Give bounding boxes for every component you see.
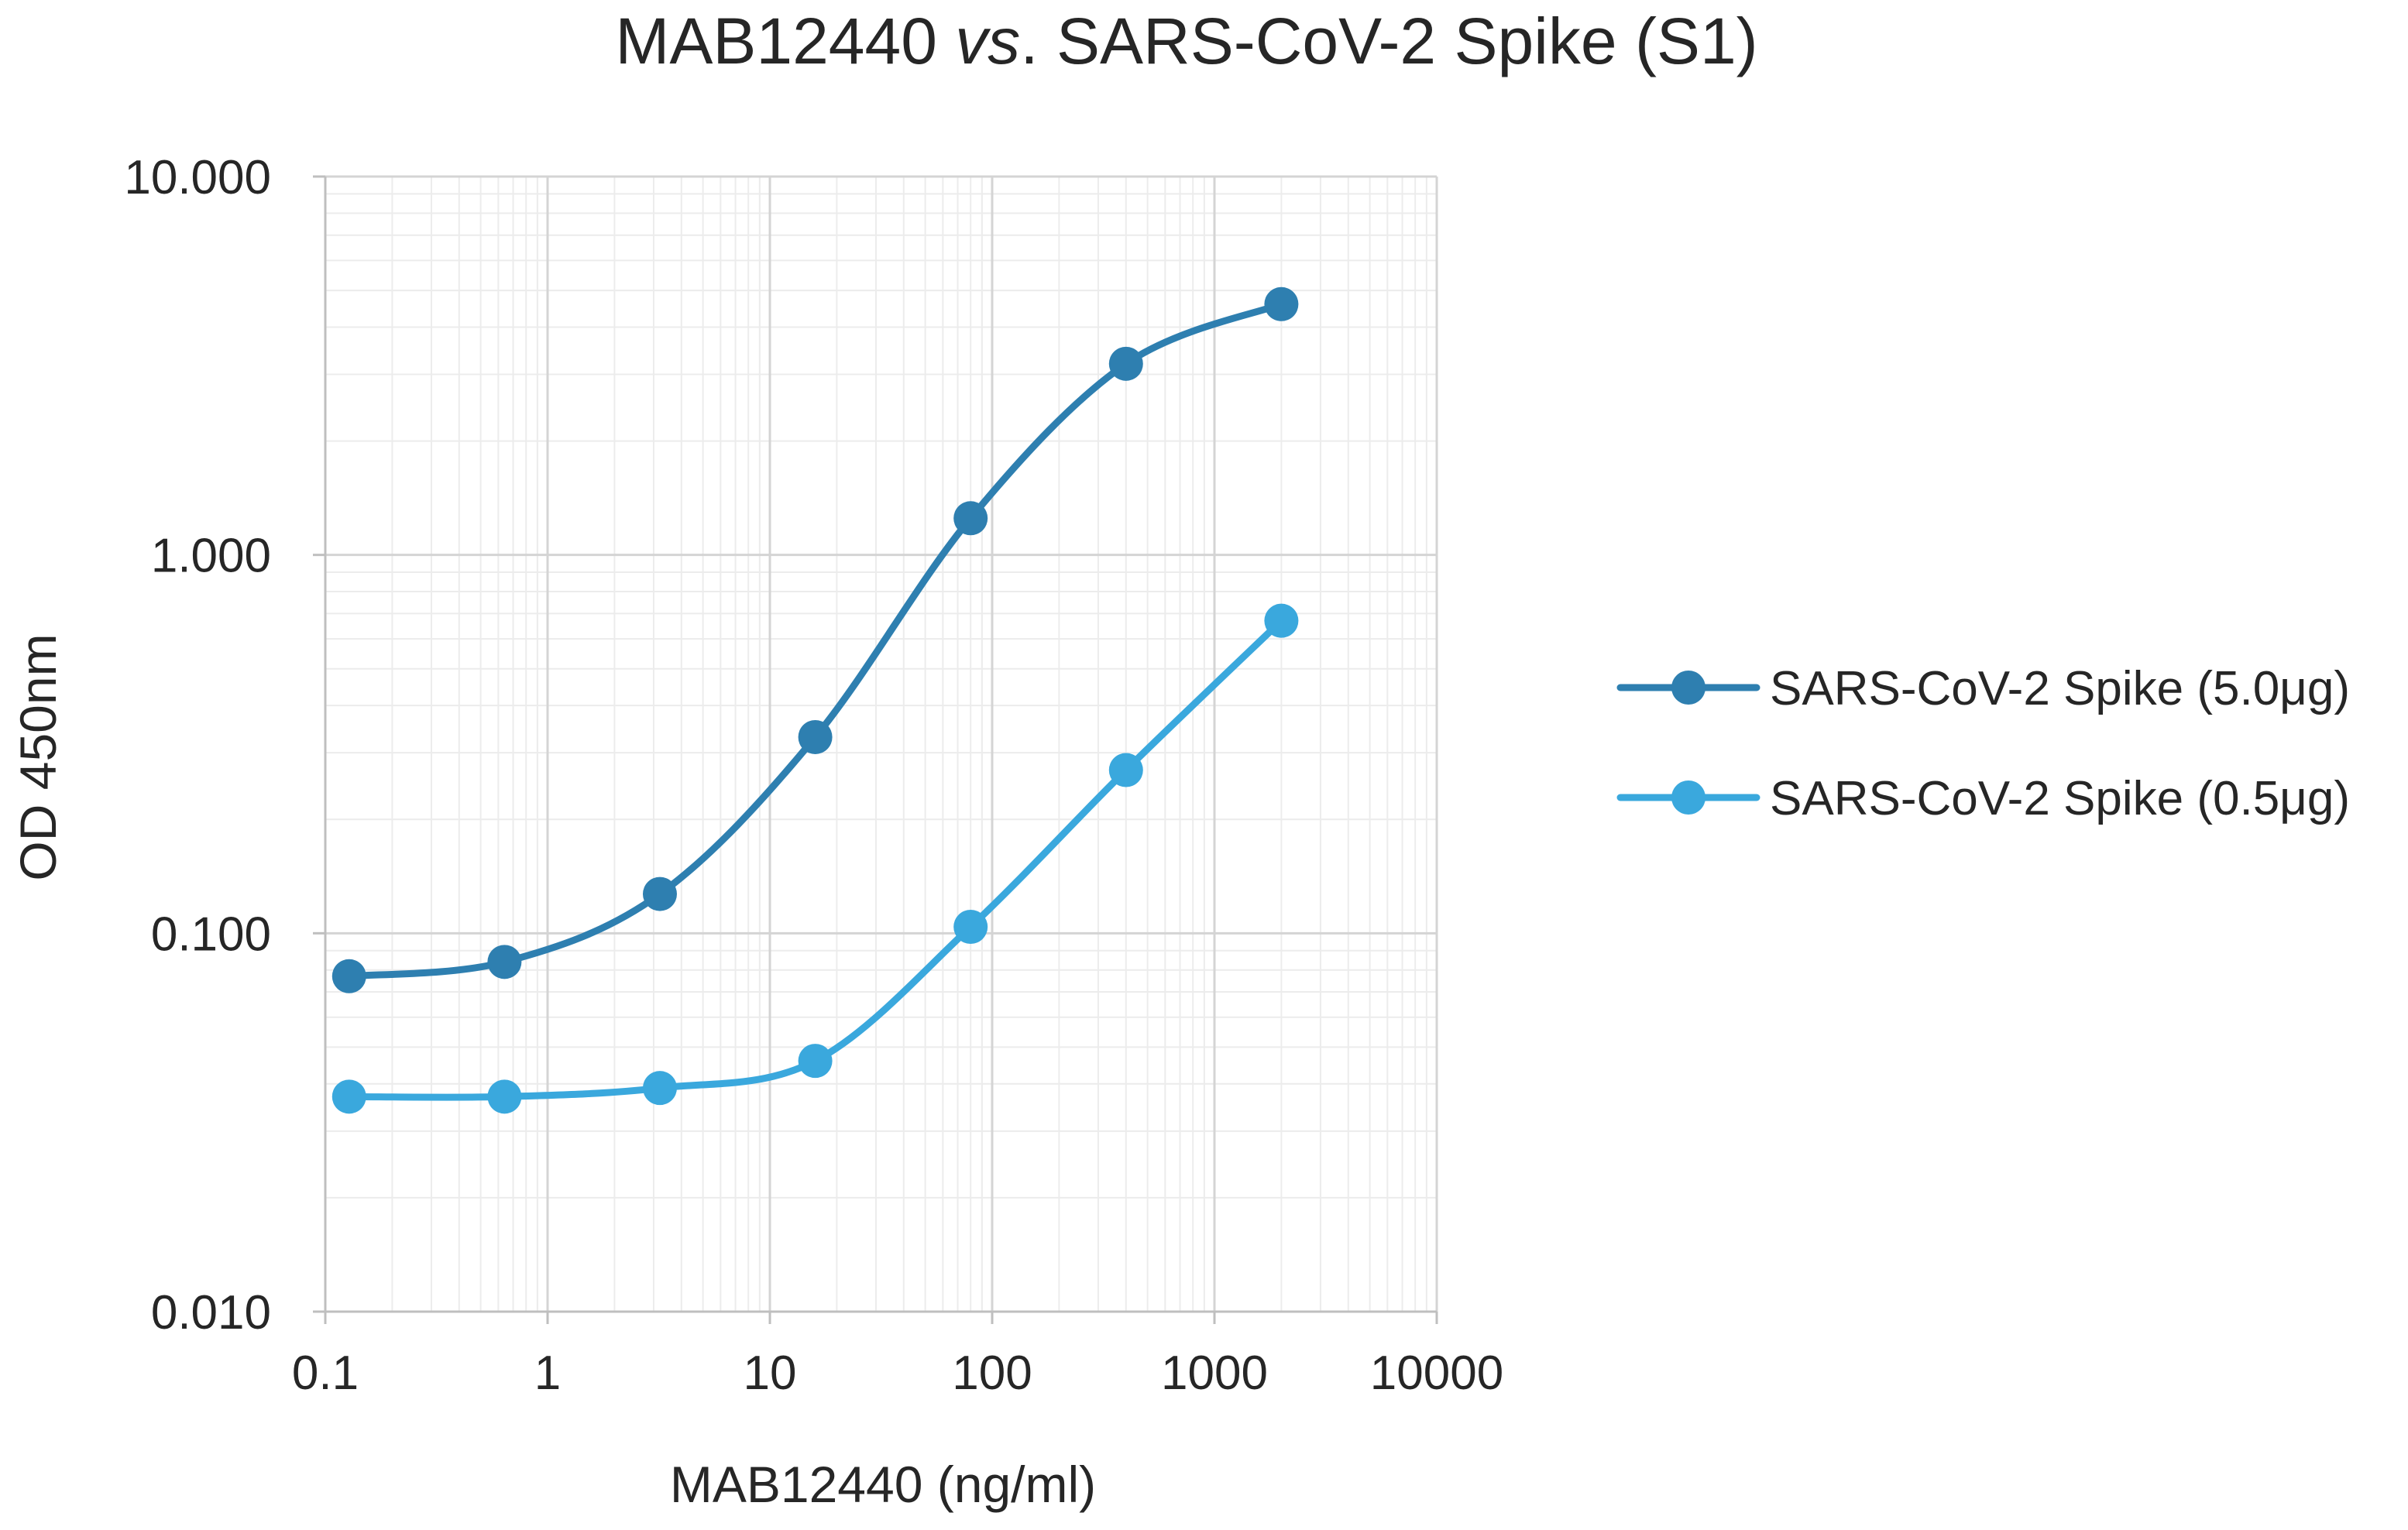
y-axis-title: OD 450nm [9,633,67,880]
data-point [953,501,988,536]
data-point [487,945,522,979]
legend-label: SARS-CoV-2 Spike (5.0μg) [1770,662,2350,715]
y-tick-label: 1.000 [151,530,271,583]
x-tick-label: 1 [534,1346,561,1400]
data-point [1264,603,1299,638]
legend-marker [1671,671,1706,705]
x-tick-label: 1000 [1161,1346,1268,1400]
data-point [953,910,988,945]
x-tick-label: 0.1 [292,1346,359,1400]
axes [313,175,1438,1324]
y-tick-label: 0.010 [151,1286,271,1340]
series-1 [331,286,1299,993]
data-point [1264,286,1299,321]
legend-label: SARS-CoV-2 Spike (0.5μg) [1770,772,2350,825]
y-tick-labels: 0.010 0.100 1.000 10.000 [124,151,271,1340]
x-tick-label: 100 [952,1346,1032,1400]
chart-title: MAB12440 vs. SARS-CoV-2 Spike (S1) [615,5,1757,77]
data-point [487,1079,522,1114]
data-point [642,876,677,911]
data-point [798,719,833,754]
data-point [798,1044,833,1079]
legend-marker [1671,780,1706,815]
y-tick-label: 0.100 [151,907,271,961]
x-tick-label: 10 [744,1346,797,1400]
x-tick-label: 10000 [1370,1346,1503,1400]
legend-item: SARS-CoV-2 Spike (0.5μg) [1616,772,2350,825]
x-axis-title: MAB12440 (ng/ml) [670,1456,1096,1513]
y-tick-label: 10.000 [124,151,271,204]
data-point [331,959,366,993]
data-point [1108,753,1143,787]
legend-item: SARS-CoV-2 Spike (5.0μg) [1616,662,2350,715]
data-point [1108,346,1143,381]
data-point [642,1071,677,1106]
series-2 [331,603,1299,1114]
legend: SARS-CoV-2 Spike (5.0μg) SARS-CoV-2 Spike… [1616,662,2350,825]
series-layer [331,286,1299,1114]
x-tick-labels: 0.1 1 10 100 1000 10000 [292,1346,1503,1400]
grid [324,175,1438,1313]
data-point [331,1079,366,1114]
